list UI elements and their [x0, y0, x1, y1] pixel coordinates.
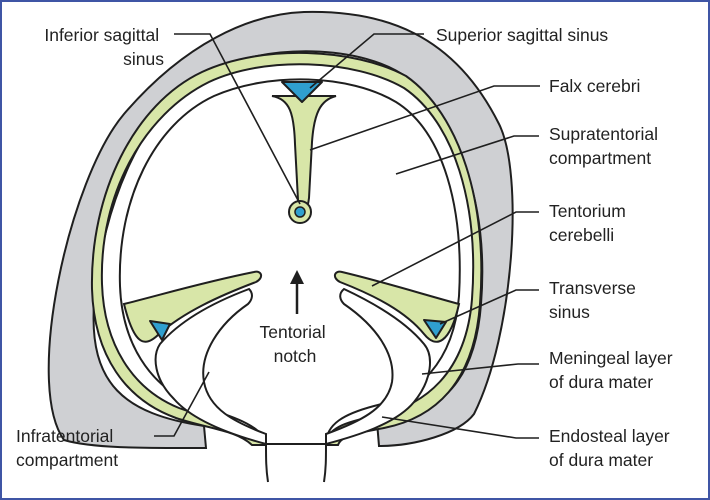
label-falx-cerebri: Falx cerebri [549, 76, 640, 96]
foramen-left-line [266, 444, 268, 482]
label-superior-sagittal-sinus: Superior sagittal sinus [436, 25, 608, 45]
foramen-right-line [324, 444, 326, 482]
label-supratentorial-compartment: Supratentorial compartment [549, 124, 663, 168]
label-infratentorial-compartment: Infratentorial compartment [16, 426, 118, 470]
inferior-sagittal-sinus-lumen [295, 207, 305, 217]
label-transverse-sinus: Transverse sinus [549, 278, 641, 322]
label-tentorium-cerebelli: Tentorium cerebelli [549, 201, 631, 245]
label-inferior-sagittal-sinus: Inferior sagittal sinus [44, 25, 164, 69]
label-endosteal-layer: Endosteal layer of dura mater [549, 426, 675, 470]
dura-mater-diagram: Inferior sagittal sinus Superior sagitta… [4, 4, 710, 500]
label-meningeal-layer: Meningeal layer of dura mater [549, 348, 677, 392]
